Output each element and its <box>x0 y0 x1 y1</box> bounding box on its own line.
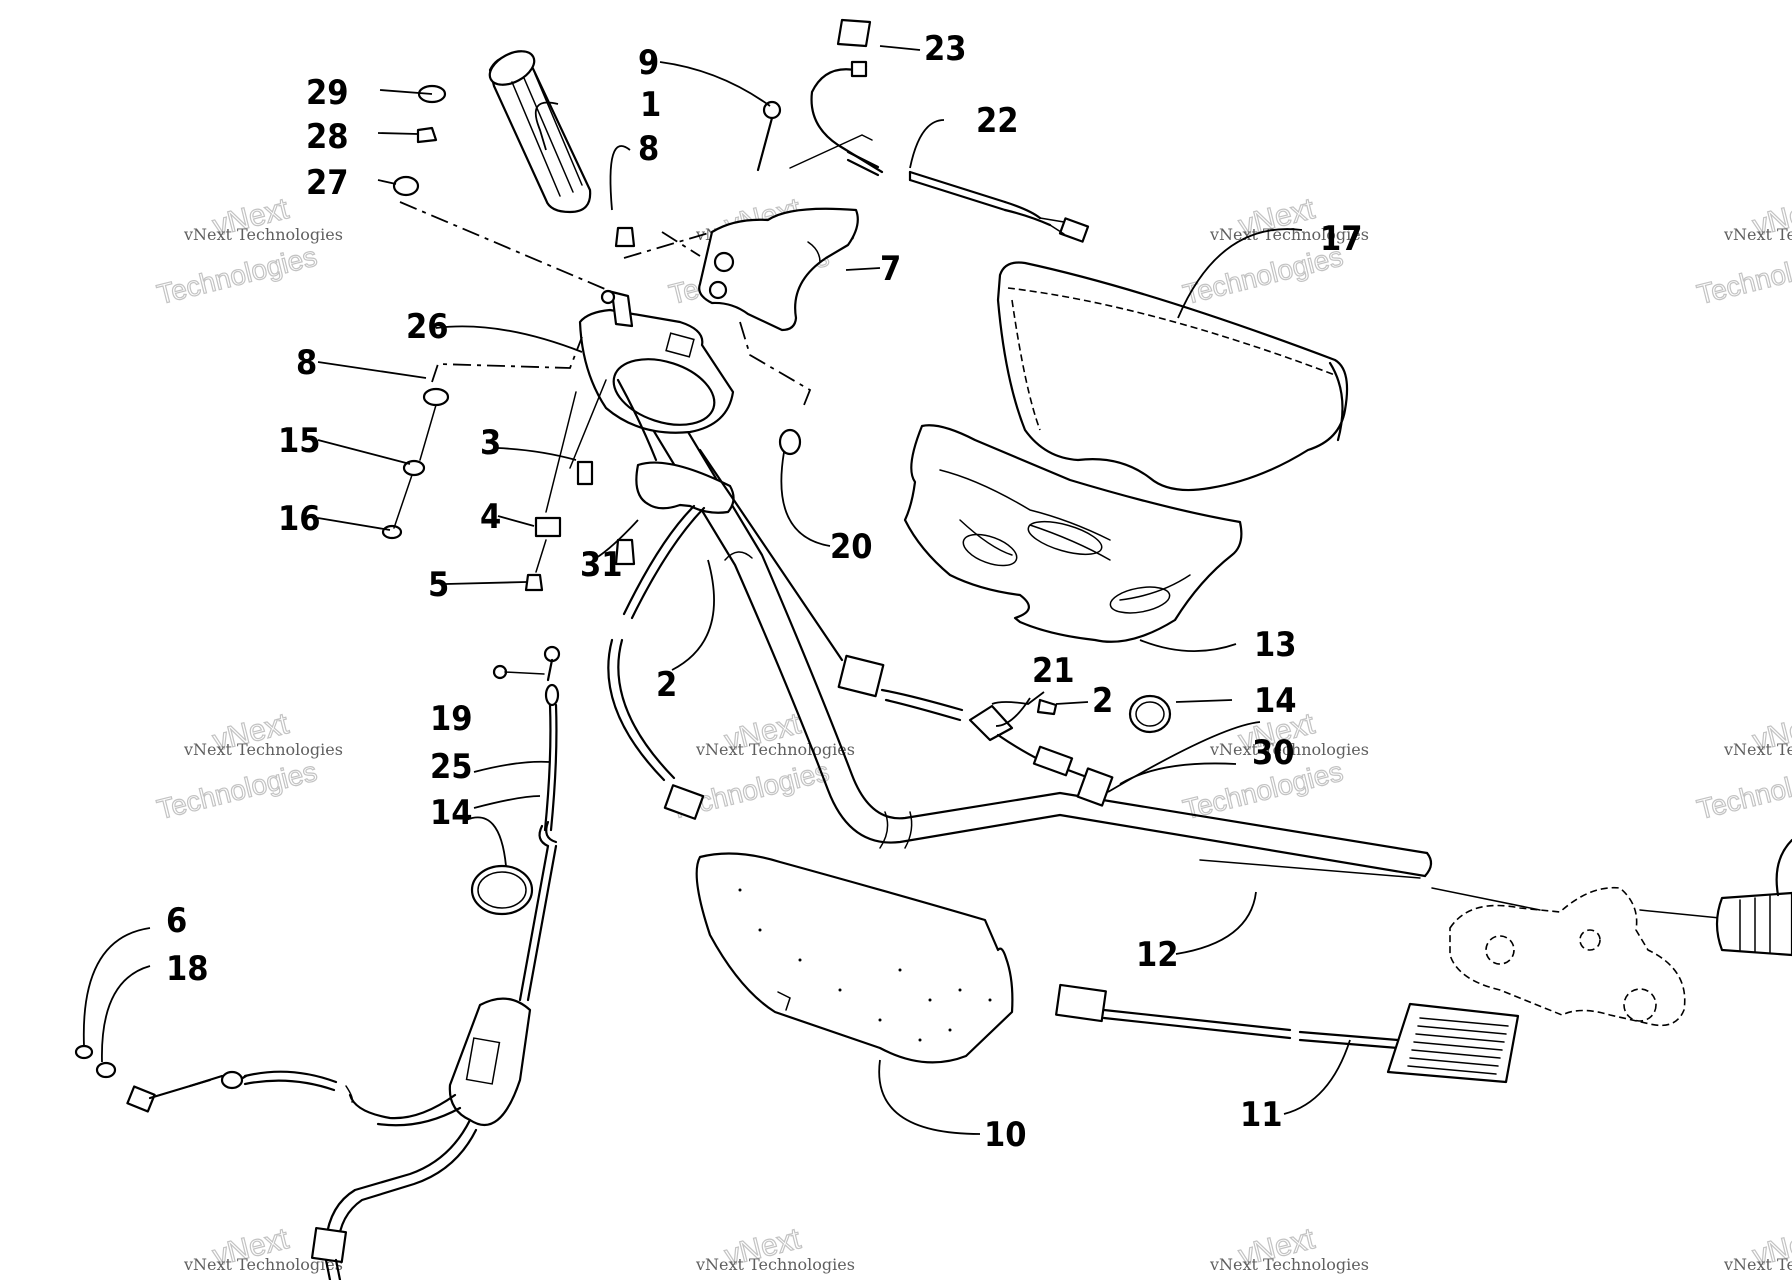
nut-part <box>614 226 636 248</box>
brake-lever-assembly-outline <box>1449 886 1686 1027</box>
watermark-caption: vNext Technologies <box>1209 225 1369 244</box>
watermark-caption: vNext Technologies <box>1723 740 1792 759</box>
callout-27: 27 <box>306 163 349 203</box>
assembly-center-lines <box>399 201 812 411</box>
callout-5: 5 <box>428 565 449 605</box>
watermark: vNext vNext Technologies Technologies <box>1693 192 1792 311</box>
callout-30: 30 <box>1252 733 1295 773</box>
callout-21: 21 <box>1032 651 1075 691</box>
windshield-part <box>996 261 1349 492</box>
callout-14: 14 <box>1254 681 1297 721</box>
callout-18: 18 <box>166 949 209 989</box>
callout-2: 2 <box>656 665 677 705</box>
callout-8: 8 <box>296 343 317 383</box>
watermark-word-bottom: Technologies <box>154 241 320 311</box>
callout-labels: 1 2 2 3 4 5 6 7 8 8 9 10 11 12 13 14 14 … <box>166 29 1363 1155</box>
watermark-caption: vNext Technologies <box>183 1255 343 1274</box>
callout-4: 4 <box>480 497 501 537</box>
callout-28: 28 <box>306 117 349 157</box>
ring-part <box>778 428 802 456</box>
screw-part <box>614 538 636 566</box>
watermark-caption: vNext Technologies <box>695 740 855 759</box>
watermark-layer: vNext vNext Technologies Technologies vN… <box>153 192 1792 1274</box>
throttle-cable-part <box>310 645 561 1280</box>
screw-part <box>416 126 438 144</box>
watermark-caption: vNext Technologies <box>1209 1255 1369 1274</box>
callout-29: 29 <box>306 73 349 113</box>
grommet-part <box>392 175 420 197</box>
callout-2: 2 <box>1092 681 1113 721</box>
leader-lines <box>82 45 1351 1135</box>
bolt-part <box>756 100 782 172</box>
callout-1: 1 <box>640 85 661 125</box>
watermark: vNext vNext Technologies <box>1723 1222 1792 1274</box>
connector-cap-part <box>836 18 872 48</box>
callout-19: 19 <box>430 699 473 739</box>
watermark-caption: vNext Technologies <box>183 740 343 759</box>
callout-31: 31 <box>580 545 623 585</box>
heater-switch-part <box>698 448 1114 807</box>
watermark: vNext vNext Technologies Technologies <box>153 192 343 311</box>
callout-9: 9 <box>638 43 659 83</box>
callout-12: 12 <box>1136 935 1179 975</box>
watermark-caption: vNext Technologies <box>695 1255 855 1274</box>
watermark: vNext vNext Technologies <box>695 1222 855 1274</box>
handlebar-part <box>610 350 1721 919</box>
watermark-caption: vNext Technologies <box>1209 740 1369 759</box>
watermark-caption: vNext Technologies <box>1723 225 1792 244</box>
throttle-lever-part <box>698 207 859 332</box>
handlebar-pad-part <box>695 852 1014 1064</box>
retainer-part <box>534 516 562 538</box>
grommet-part <box>422 387 450 407</box>
callout-22: 22 <box>976 101 1019 141</box>
callout-7: 7 <box>880 249 901 289</box>
watermark-caption: vNext Technologies <box>183 225 343 244</box>
hand-warmer-element-part <box>1055 983 1520 1084</box>
right-grip-part <box>1715 838 1792 957</box>
watermark: vNext vNext Technologies Technologies <box>1693 707 1792 826</box>
callout-11: 11 <box>1240 1095 1283 1135</box>
watermark-word-bottom: Technologies <box>1694 756 1792 826</box>
wire-harness-part <box>789 60 1090 243</box>
small-hardware-parts <box>381 84 802 592</box>
callout-13: 13 <box>1254 625 1297 665</box>
watermark-word-bottom: Technologies <box>1694 241 1792 311</box>
left-grip-part <box>488 50 592 214</box>
rivet-part <box>576 460 594 486</box>
watermark-caption: vNext Technologies <box>1723 1255 1792 1274</box>
watermark-word-bottom: Technologies <box>154 756 320 826</box>
callout-16: 16 <box>278 499 321 539</box>
brake-switch-part <box>607 378 735 820</box>
watermark: vNext vNext Technologies Technologies <box>153 707 343 826</box>
switch-housing-part <box>578 289 735 434</box>
cable-end-parts <box>74 1044 354 1113</box>
hose-clamp-part <box>1128 694 1172 734</box>
callout-26: 26 <box>406 307 449 347</box>
screw-part <box>524 573 544 592</box>
callout-17: 17 <box>1320 219 1363 259</box>
callout-20: 20 <box>830 527 873 567</box>
clip-part <box>381 524 403 540</box>
handlebar-cover-part <box>903 424 1243 643</box>
callout-8: 8 <box>638 129 659 169</box>
callout-14: 14 <box>430 793 473 833</box>
watermark: vNext vNext Technologies <box>1209 1222 1369 1274</box>
callout-23: 23 <box>924 29 967 69</box>
callout-15: 15 <box>278 421 321 461</box>
callout-25: 25 <box>430 747 473 787</box>
callout-10: 10 <box>984 1115 1027 1155</box>
callout-3: 3 <box>480 423 501 463</box>
callout-6: 6 <box>166 901 187 941</box>
